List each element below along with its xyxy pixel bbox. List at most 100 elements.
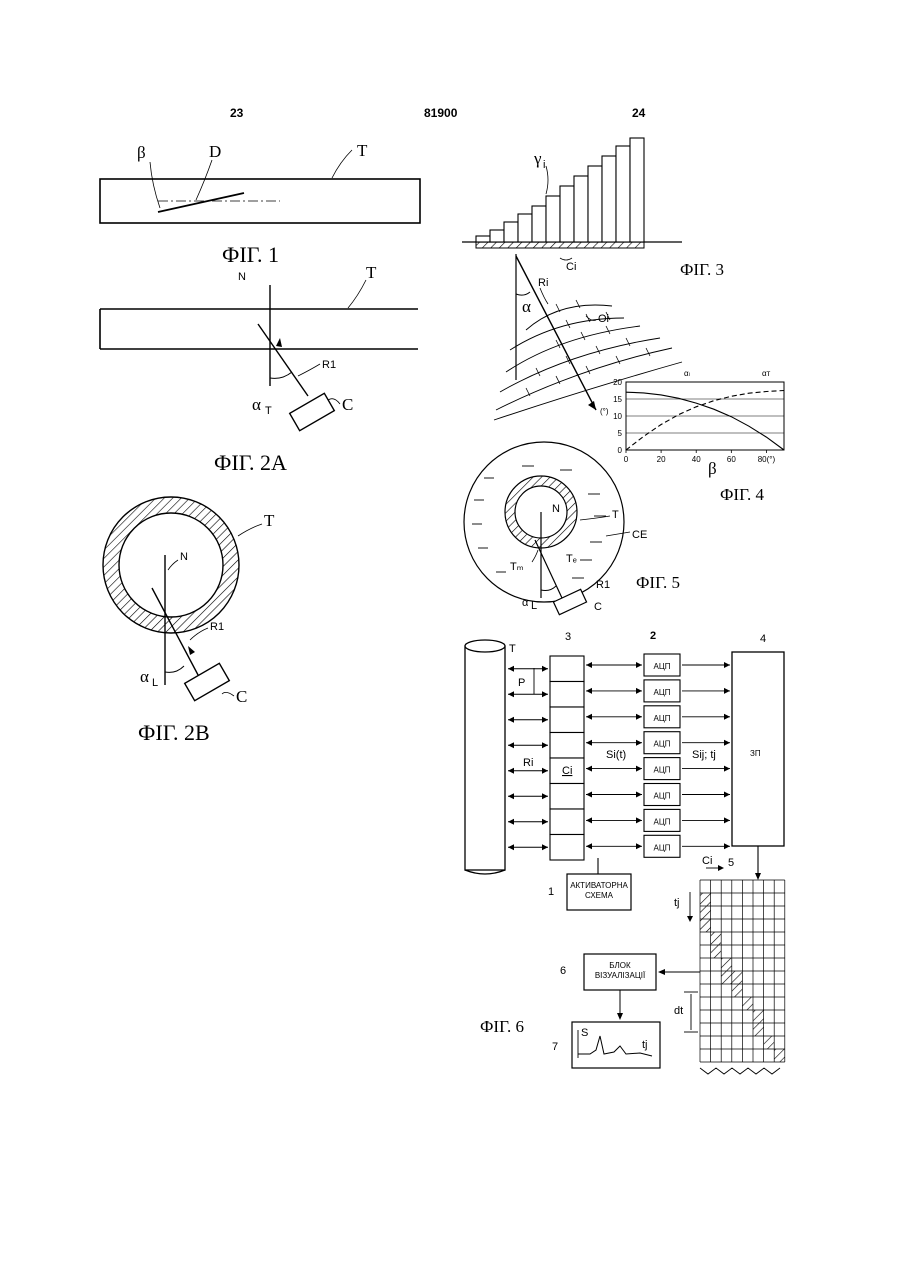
fig1-caption: ФІГ. 1 xyxy=(222,242,279,267)
fig5: N T CE Tₑ Tₘ R1 α L C ФІГ. 5 xyxy=(464,442,680,615)
fig2b-label-c: C xyxy=(236,687,247,706)
fig3-alpha-arc xyxy=(516,292,530,295)
fig1-t-leader xyxy=(332,150,352,178)
fig6-pipe-link-arrow xyxy=(508,691,514,697)
fig3-gamma-leader xyxy=(546,166,548,194)
fig6-signal-link-arrow xyxy=(586,792,592,798)
fig6-adc-link-arrow xyxy=(724,714,730,720)
fig6-adc-label: АЦП xyxy=(653,817,670,826)
fig4-x-tick-label: 20 xyxy=(657,455,666,464)
fig6-label-zp: ЗП xyxy=(750,749,761,758)
fig6-adc-label: АЦП xyxy=(653,662,670,671)
fig6-transducer-element xyxy=(550,784,584,810)
fig6-adc-link-arrow xyxy=(724,740,730,746)
fig6-signal-link-arrow xyxy=(586,817,592,823)
fig4-series xyxy=(626,391,784,451)
fig6-grid-cell-highlight xyxy=(711,945,722,958)
fig6-grid-cell-highlight xyxy=(721,958,732,971)
fig6-grid-cell-highlight xyxy=(711,932,722,945)
fig6-adc-label: АЦП xyxy=(653,766,670,775)
fig3-gain-bar xyxy=(504,222,518,242)
fig3-element-strip xyxy=(476,242,644,248)
fig6-label-3: 3 xyxy=(565,631,571,643)
fig3-label-gamma: γ xyxy=(533,149,542,168)
fig6-label-7: 7 xyxy=(552,1041,558,1053)
fig6-pipe xyxy=(465,646,505,870)
fig4-series-alpha-t xyxy=(626,391,784,451)
fig6-pipe-link-arrow xyxy=(542,742,548,748)
fig6-pipe-link-arrow xyxy=(508,666,514,672)
fig6-pipe-link-arrow xyxy=(542,691,548,697)
fig6-grid-cell-highlight xyxy=(764,1036,775,1049)
fig4-x-tick-label: 0 xyxy=(624,455,629,464)
fig6-grid-cell-highlight xyxy=(753,1023,764,1036)
fig6-visual-to-screen-arrow xyxy=(617,1013,623,1020)
fig3-label-ri: Ri xyxy=(538,277,548,289)
fig5-label-t: T xyxy=(612,509,619,521)
fig6-label-sit: Si(t) xyxy=(606,749,626,761)
fig4-caption: ФІГ. 4 xyxy=(720,485,765,504)
fig6-grid-cell-highlight xyxy=(721,971,732,984)
fig2a-label-r1: R1 xyxy=(322,359,336,371)
fig6-label-4: 4 xyxy=(760,633,766,645)
fig4-xlabel: β xyxy=(708,459,717,478)
fig5-label-tm: Tₘ xyxy=(510,561,524,573)
fig4-x-ticks: 020406080(°) xyxy=(624,450,776,464)
fig6-signal-link-arrow xyxy=(586,714,592,720)
fig1-label-t: T xyxy=(357,141,368,160)
fig4-y-tick-label: 0 xyxy=(618,446,623,455)
fig6-pipe-link-arrow xyxy=(508,742,514,748)
fig6-signal-link-arrow xyxy=(636,662,642,668)
fig6-pipe-link-arrow xyxy=(542,793,548,799)
fig6-label-p: P xyxy=(518,677,525,689)
fig6-label-ri: Ri xyxy=(523,757,533,769)
fig6-adc-link-arrow xyxy=(724,766,730,772)
fig5-t-leader xyxy=(580,516,610,520)
fig4-y-tick-label: 10 xyxy=(613,412,622,421)
fig2b-outer-edge xyxy=(103,497,239,633)
fig4-label-alpha-t: αᴛ xyxy=(762,369,771,378)
fig5-label-ce: CE xyxy=(632,529,647,541)
fig6-label-6: 6 xyxy=(560,965,566,977)
fig6-adc-link-arrow xyxy=(724,792,730,798)
fig2a-label-t: T xyxy=(366,263,377,282)
fig2a-caption: ФІГ. 2A xyxy=(214,450,287,475)
fig3-gain-bar xyxy=(518,214,532,242)
fig6-label-5: 5 xyxy=(728,857,734,869)
fig6-memory-to-grid-arrow xyxy=(755,873,761,880)
fig6-pipe-link-arrow xyxy=(542,819,548,825)
fig2b-angle-arc xyxy=(165,666,184,672)
fig3-beam xyxy=(516,256,596,410)
fig6-visual-line1: БЛОК xyxy=(609,961,631,970)
fig6-grid-cell-highlight xyxy=(700,906,711,919)
fig6-grid-cell-highlight xyxy=(742,997,753,1010)
fig4-x-tick-label: 80(°) xyxy=(758,455,776,464)
fig5-label-c: C xyxy=(594,601,602,613)
fig6-pipe-link-arrow xyxy=(508,844,514,850)
fig6-ci-arrow-head xyxy=(718,865,724,871)
fig2b-inner-edge xyxy=(119,513,223,617)
fig6-data-grid xyxy=(700,880,785,1062)
fig6-pipe-link-arrow xyxy=(508,717,514,723)
fig1-tube xyxy=(100,179,420,223)
fig6-grid-cell-highlight xyxy=(732,984,743,997)
fig3-gain-bar xyxy=(616,146,630,242)
fig6-label-sijtj: Sij; tj xyxy=(692,749,716,761)
fig6-transducer-element xyxy=(550,733,584,759)
fig6-tj-arrow-head xyxy=(687,916,693,922)
fig2a-label-n: N xyxy=(238,271,246,283)
fig5-ce-leader xyxy=(606,532,630,536)
fig6-signal-link-arrow xyxy=(636,740,642,746)
fig6-signal-link-arrow xyxy=(636,714,642,720)
fig2a-angle-arc xyxy=(270,372,292,378)
fig6-adc-link-arrow xyxy=(724,688,730,694)
fig3-gain-bar xyxy=(560,186,574,242)
fig2a-t-leader xyxy=(348,280,366,308)
fig5-label-te: Tₑ xyxy=(566,553,577,565)
fig1: β D T ФІГ. 1 xyxy=(100,141,420,267)
fig4-y-tick-label: 5 xyxy=(618,429,623,438)
fig6-label-t: T xyxy=(509,643,516,655)
fig6-label-tj: tj xyxy=(674,897,680,909)
fig6-activator-line2: СХЕМА xyxy=(585,891,614,900)
